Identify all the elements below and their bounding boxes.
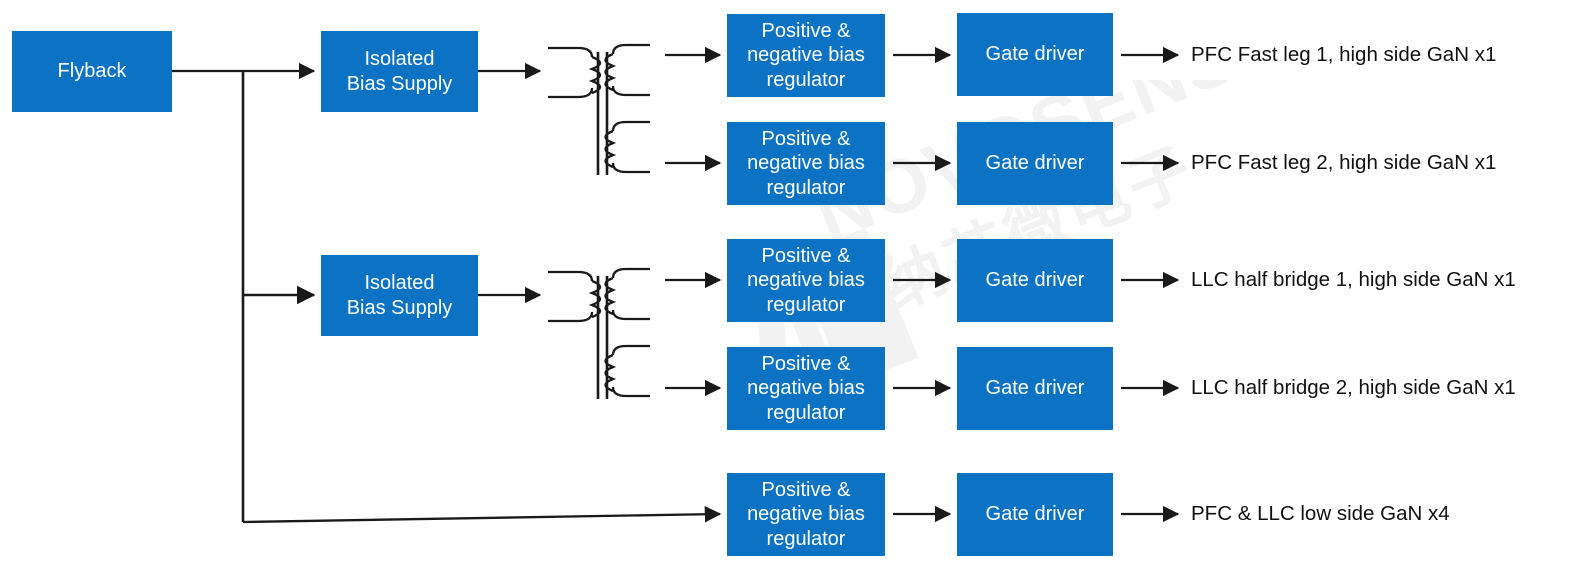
gate-driver-1-label: Gate driver (985, 43, 1085, 66)
ibs2-line2: Bias Supply (346, 296, 453, 319)
block-isolated-bias-supply-1[interactable]: Isolated Bias Supply (321, 31, 478, 112)
ibs1-line2: Bias Supply (346, 72, 453, 95)
regulator-2-line1: Positive & (761, 127, 851, 150)
output-label-4: LLC half bridge 2, high side GaN x1 (1191, 376, 1516, 399)
regulator-3-line2: negative bias (747, 269, 865, 292)
regulator-2-line3: regulator (766, 176, 846, 199)
gate-driver-3-label: Gate driver (985, 269, 1085, 292)
block-regulator-4[interactable]: Positive & negative bias regulator (727, 347, 885, 430)
transformer1-secondary-b (611, 120, 650, 132)
block-gate-driver-4[interactable]: Gate driver (957, 347, 1113, 430)
ibs1-line1: Isolated (364, 48, 435, 71)
regulator-4-line3: regulator (766, 401, 846, 424)
regulator-4-line2: negative bias (747, 377, 865, 400)
output-label-1: PFC Fast leg 1, high side GaN x1 (1191, 43, 1497, 66)
block-regulator-3[interactable]: Positive & negative bias regulator (727, 239, 885, 322)
ibs2-line1: Isolated (364, 272, 435, 295)
output-label-5: PFC & LLC low side GaN x4 (1191, 502, 1450, 525)
block-regulator-2[interactable]: Positive & negative bias regulator (727, 122, 885, 205)
block-flyback-label: Flyback (57, 60, 127, 83)
block-isolated-bias-supply-2[interactable]: Isolated Bias Supply (321, 255, 478, 336)
transformer2-primary (548, 270, 594, 282)
link-bus-to-regulator5 (242, 505, 722, 524)
output-label-3: LLC half bridge 1, high side GaN x1 (1191, 268, 1516, 291)
regulator-1-line3: regulator (766, 68, 846, 91)
transformer2-secondary-a (611, 267, 650, 279)
transformer2-secondary-b (611, 344, 650, 356)
regulator-1-line1: Positive & (761, 19, 851, 42)
gate-driver-4-label: Gate driver (985, 377, 1085, 400)
regulator-5-line1: Positive & (761, 478, 851, 501)
block-flyback[interactable]: Flyback (12, 31, 172, 112)
block-gate-driver-3[interactable]: Gate driver (957, 239, 1113, 322)
block-regulator-5[interactable]: Positive & negative bias regulator (727, 473, 885, 556)
block-gate-driver-2[interactable]: Gate driver (957, 122, 1113, 205)
block-gate-driver-5[interactable]: Gate driver (957, 473, 1113, 556)
regulator-5-line3: regulator (766, 527, 846, 550)
gate-driver-2-label: Gate driver (985, 152, 1085, 175)
block-gate-driver-1[interactable]: Gate driver (957, 13, 1113, 96)
transformer1-secondary-a (611, 43, 650, 55)
regulator-3-line1: Positive & (761, 244, 851, 267)
gate-driver-5-label: Gate driver (985, 503, 1085, 526)
regulator-4-line1: Positive & (761, 352, 851, 375)
transformer1-primary (548, 46, 594, 58)
regulator-2-line2: negative bias (747, 152, 865, 175)
output-label-2: PFC Fast leg 2, high side GaN x1 (1191, 151, 1497, 174)
block-regulator-1[interactable]: Positive & negative bias regulator (727, 14, 885, 97)
regulator-1-line2: negative bias (747, 44, 865, 67)
regulator-3-line3: regulator (766, 293, 846, 316)
regulator-5-line2: negative bias (747, 503, 865, 526)
